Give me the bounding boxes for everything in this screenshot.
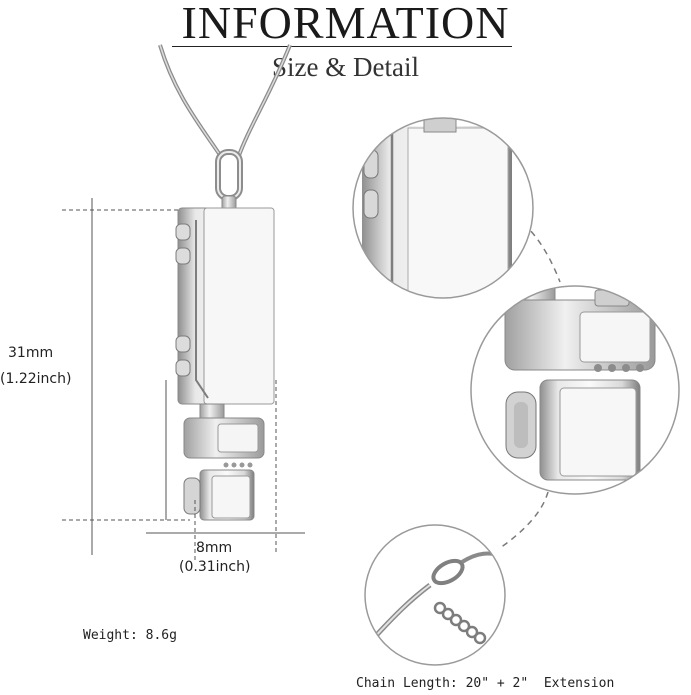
- detail-circle-clasp: [364, 524, 506, 666]
- snake-chain: [158, 44, 292, 160]
- width-mm-label: 8mm: [196, 540, 233, 556]
- width-inch-label: (0.31inch): [179, 559, 251, 575]
- weight-label: Weight: 8.6g: [83, 628, 177, 643]
- truck-pendant: [175, 207, 275, 521]
- chain-length-label: Chain Length: 20" + 2" Extension: [356, 676, 615, 691]
- height-mm-label: 31mm: [8, 345, 54, 361]
- detail-circle-top: [352, 117, 534, 299]
- height-inch-label: (1.22inch): [0, 371, 72, 387]
- page-title: INFORMATION: [181, 0, 510, 48]
- title-underline: [172, 46, 512, 47]
- width-dimension: [146, 380, 305, 560]
- height-dimension: [62, 198, 190, 555]
- bail-ring: [215, 149, 243, 211]
- detail-circle-cab: [470, 285, 680, 495]
- detail-connectors: [499, 209, 561, 549]
- page-subtitle: Size & Detail: [272, 52, 419, 82]
